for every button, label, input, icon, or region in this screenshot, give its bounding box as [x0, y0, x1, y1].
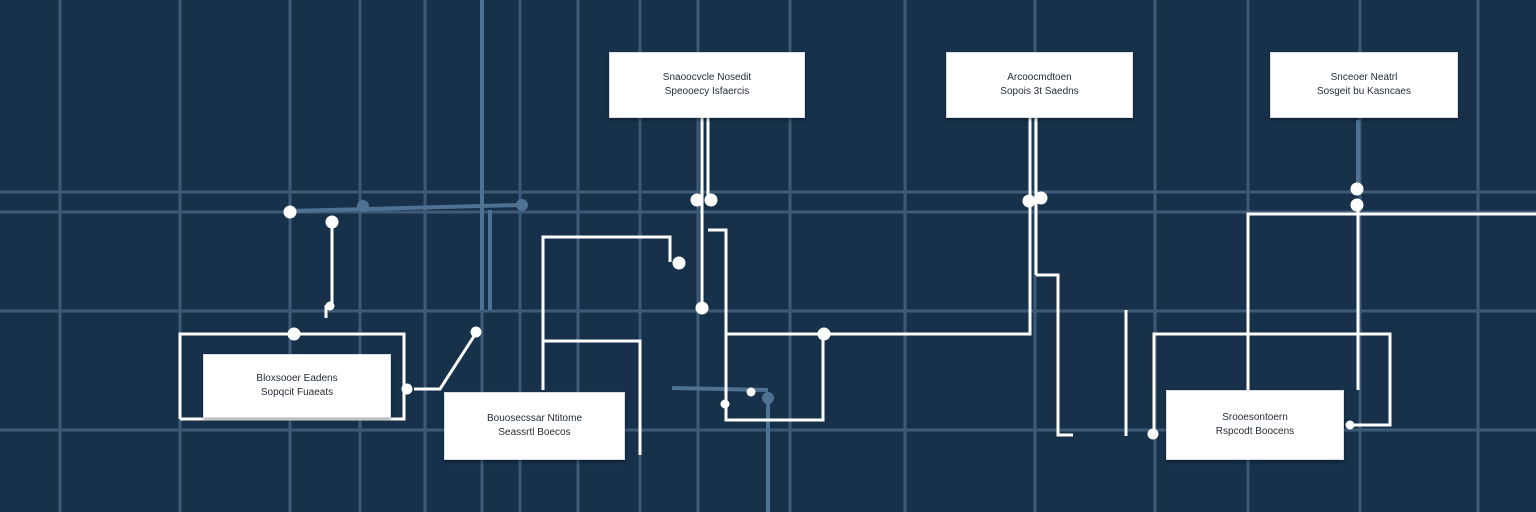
connectors — [178, 118, 1536, 455]
node-bottom-right[interactable]: Srooesontoern Rspcodt Boocens — [1166, 390, 1344, 460]
node-top-center-subtitle: Sopois 3t Saedns — [1000, 86, 1079, 97]
node-top-right-title: Snceoer Neatrl — [1330, 72, 1398, 83]
node-bottom-right-title: Srooesontoern — [1222, 412, 1288, 423]
node-top-left[interactable]: Snaoocvcle Nosedit Speooecy Isfaercis — [609, 52, 805, 118]
node-bottom-center[interactable]: Bouosecssar Ntitome Seassrtl Boecos — [444, 392, 625, 460]
node-bottom-left-title: Bloxsooer Eadens — [256, 373, 338, 384]
node-top-right-subtitle: Sosgeit bu Kasncaes — [1317, 86, 1411, 97]
accent-nodes — [357, 199, 774, 404]
node-bottom-right-subtitle: Rspcodt Boocens — [1215, 426, 1295, 437]
node-top-center[interactable]: Arcoocmdtoen Sopois 3t Saedns — [946, 52, 1133, 118]
node-bottom-center-title: Bouosecssar Ntitome — [486, 413, 583, 424]
node-top-right[interactable]: Snceoer Neatrl Sosgeit bu Kasncaes — [1270, 52, 1458, 118]
node-top-left-subtitle: Speooecy Isfaercis — [664, 86, 750, 97]
node-bottom-center-subtitle: Seassrtl Boecos — [498, 427, 571, 438]
node-bottom-left[interactable]: Bloxsooer Eadens Sopqcit Fuaeats — [203, 354, 391, 418]
node-top-left-title: Snaoocvcle Nosedit — [662, 72, 752, 83]
node-top-center-title: Arcoocmdtoen — [1007, 72, 1072, 83]
node-bottom-left-subtitle: Sopqcit Fuaeats — [260, 387, 334, 398]
connector-dots — [283, 182, 1364, 440]
